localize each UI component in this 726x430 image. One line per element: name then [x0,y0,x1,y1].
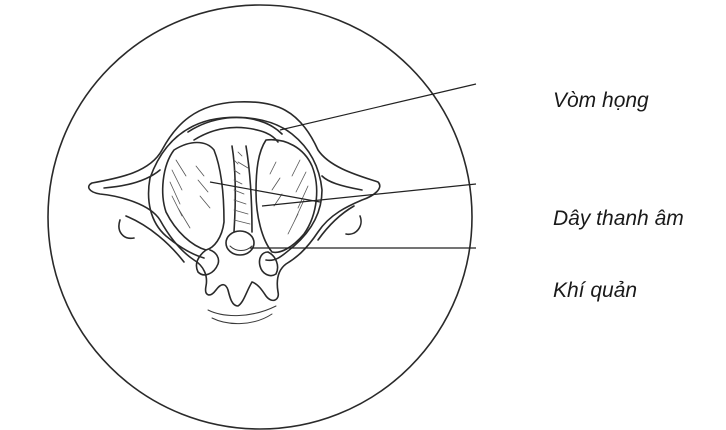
left-curl [119,216,184,262]
label-khi-quan: Khí quản [553,279,637,303]
leader-day-thanh-am-a [210,182,320,202]
label-vom-hong: Vòm họng [553,89,649,113]
trachea-inner [230,246,252,251]
trachea-ring [226,231,254,255]
view-circle [48,5,472,429]
leader-vom-hong [280,84,476,130]
label-day-thanh-am: Dây thanh âm [553,207,684,231]
fold-shading [170,160,308,234]
lower-curve-1 [208,306,276,316]
inner-outline [104,117,362,260]
cartilage-left [196,250,218,275]
leader-day-thanh-am-b [262,184,476,206]
cartilage-right [259,252,277,276]
pharynx-outline [89,102,380,306]
